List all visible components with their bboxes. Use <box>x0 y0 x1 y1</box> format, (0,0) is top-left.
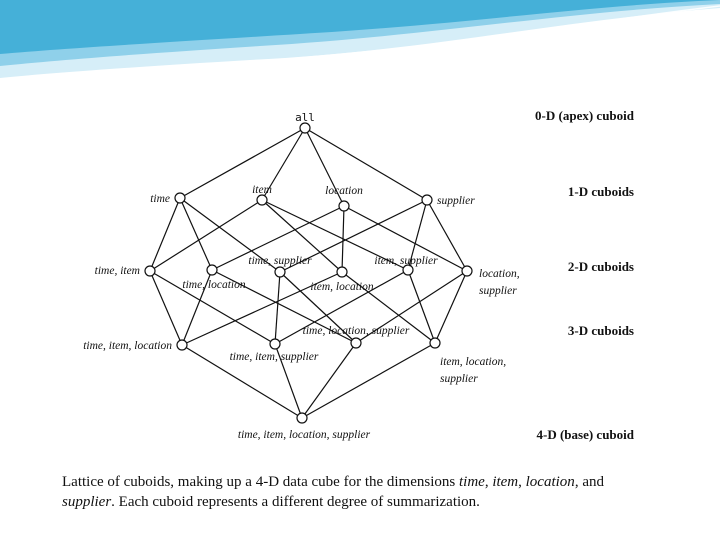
node-time-item <box>145 266 155 276</box>
level-label-2d: 2-D cuboids <box>568 259 634 274</box>
node-label-location-supplier-1: location, <box>479 268 520 280</box>
node-label-time-item-supplier: time, item, supplier <box>230 351 319 363</box>
node-label-time-item: time, item <box>95 265 140 277</box>
edge <box>180 198 212 270</box>
node-label-time-item-location: time, item, location <box>83 340 172 352</box>
edge <box>275 272 280 344</box>
node-time-supplier <box>275 267 285 277</box>
caption-dimension-time: time <box>459 474 485 490</box>
level-labels: 0-D (apex) cuboid 1-D cuboids 2-D cuboid… <box>535 108 635 442</box>
level-label-3d: 3-D cuboids <box>568 323 634 338</box>
node-base <box>297 413 307 423</box>
node-all <box>300 123 310 133</box>
lattice-edges <box>150 128 467 418</box>
node-label-item-location-supplier-1: item, location, <box>440 356 506 368</box>
caption-text-end: . Each cuboid represents a different deg… <box>111 494 480 510</box>
node-label-location: location <box>325 185 363 197</box>
level-label-1d: 1-D cuboids <box>568 184 634 199</box>
lattice-nodes <box>145 123 472 423</box>
edge <box>302 343 435 418</box>
node-label-time: time <box>150 193 170 205</box>
node-time-item-location <box>177 340 187 350</box>
node-label-time-location-supplier: time, location, supplier <box>303 325 410 337</box>
node-time <box>175 193 185 203</box>
node-label-time-supplier: time, supplier <box>248 255 312 267</box>
node-time-location-supplier <box>351 338 361 348</box>
node-item-location <box>337 267 347 277</box>
caption-dimension-item: item <box>492 474 518 490</box>
node-label-base: time, item, location, supplier <box>238 429 371 441</box>
node-supplier <box>422 195 432 205</box>
node-label-location-supplier-2: supplier <box>479 285 517 297</box>
node-label-time-location: time, location <box>182 279 245 291</box>
node-label-item-location-supplier-2: supplier <box>440 373 478 385</box>
level-label-0d: 0-D (apex) cuboid <box>535 108 635 123</box>
caption-text: Lattice of cuboids, making up a 4-D data… <box>62 474 459 490</box>
node-label-item-supplier: item, supplier <box>374 255 438 267</box>
caption-dimension-location: location <box>526 474 575 490</box>
node-label-item: item <box>252 184 272 196</box>
figure-caption: Lattice of cuboids, making up a 4-D data… <box>62 472 682 512</box>
node-location-supplier <box>462 266 472 276</box>
edge <box>150 198 180 271</box>
caption-dimension-supplier: supplier <box>62 494 111 510</box>
node-location <box>339 201 349 211</box>
node-item-location-supplier <box>430 338 440 348</box>
caption-separator: , and <box>575 474 604 490</box>
caption-separator: , <box>518 474 526 490</box>
node-time-item-supplier <box>270 339 280 349</box>
node-time-location <box>207 265 217 275</box>
node-label-item-location: item, location <box>310 281 373 293</box>
node-item <box>257 195 267 205</box>
edge <box>150 200 262 271</box>
edge <box>150 271 182 345</box>
edge <box>180 128 305 198</box>
node-label-all: all <box>295 111 315 124</box>
node-label-supplier: supplier <box>437 195 475 207</box>
level-label-4d: 4-D (base) cuboid <box>536 427 634 442</box>
